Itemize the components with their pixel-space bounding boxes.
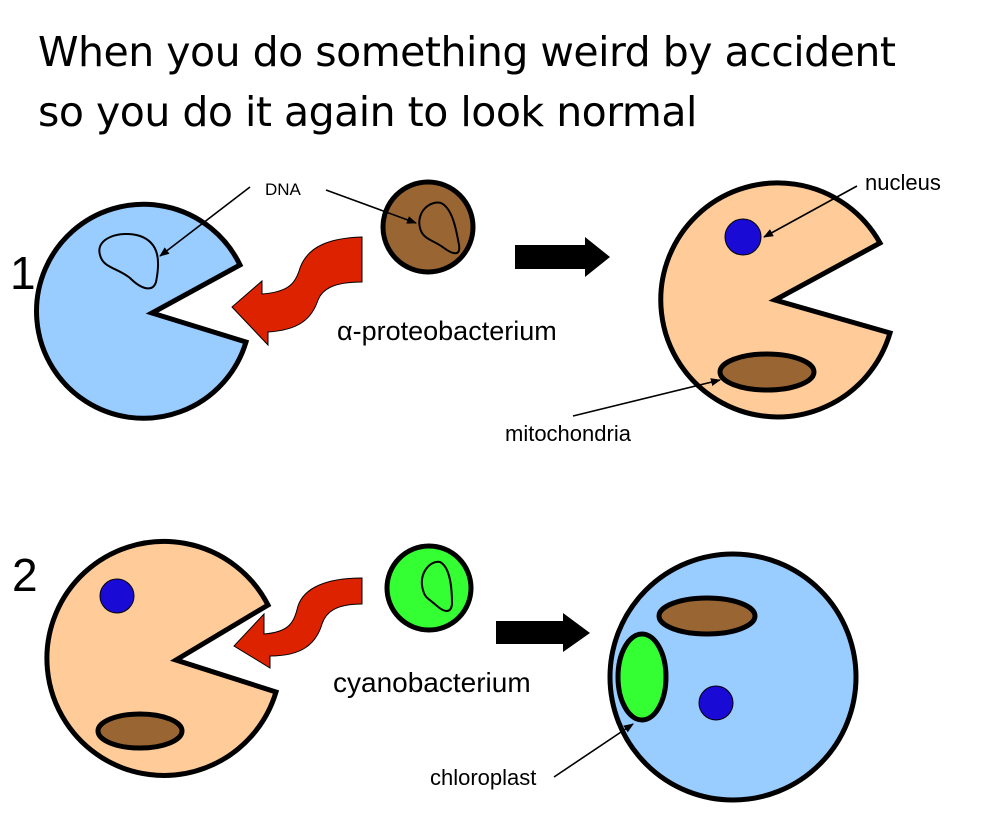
bacterium-dna-icon	[418, 201, 461, 255]
host-cell-peach-pacman	[44, 538, 280, 778]
bacterium-dna-icon	[420, 560, 454, 612]
mitochondrion-icon	[656, 595, 758, 637]
host-dna-icon	[98, 233, 159, 290]
proteobacterium-cell	[380, 179, 476, 275]
cyanobacterium-label: cyanobacterium	[333, 667, 531, 698]
meme-caption: When you do something weird by accident …	[38, 22, 896, 142]
mitochondria-label: mitochondria	[505, 421, 631, 446]
caption-line-2: so you do it again to look normal	[38, 88, 697, 136]
nucleus-icon	[698, 685, 734, 721]
host-cell-blue-pacman	[34, 201, 250, 421]
chloroplast-icon	[615, 631, 669, 723]
step-number-2: 2	[12, 549, 38, 601]
caption-line-1: When you do something weird by accident	[38, 28, 896, 76]
nucleus-icon	[724, 218, 762, 256]
host-cell-blue-with-chloroplast	[607, 551, 859, 803]
mitochondrion-icon	[95, 711, 185, 751]
cyanobacterium-cell	[384, 543, 474, 633]
dna-label: DNA	[265, 180, 301, 199]
nucleus-label: nucleus	[865, 170, 941, 195]
transform-arrow-1	[515, 237, 610, 277]
step-number-1: 1	[10, 247, 36, 299]
chloroplast-label: chloroplast	[430, 765, 537, 790]
engulf-arrow-2	[233, 577, 363, 669]
proteobacterium-label: α-proteobacterium	[337, 316, 557, 346]
transform-arrow-2	[496, 613, 590, 652]
host-cell-peach-with-mitochondria	[658, 180, 894, 420]
nucleus-icon	[99, 578, 135, 614]
mitochondrion-icon	[717, 351, 817, 393]
engulf-arrow-1	[231, 236, 363, 347]
